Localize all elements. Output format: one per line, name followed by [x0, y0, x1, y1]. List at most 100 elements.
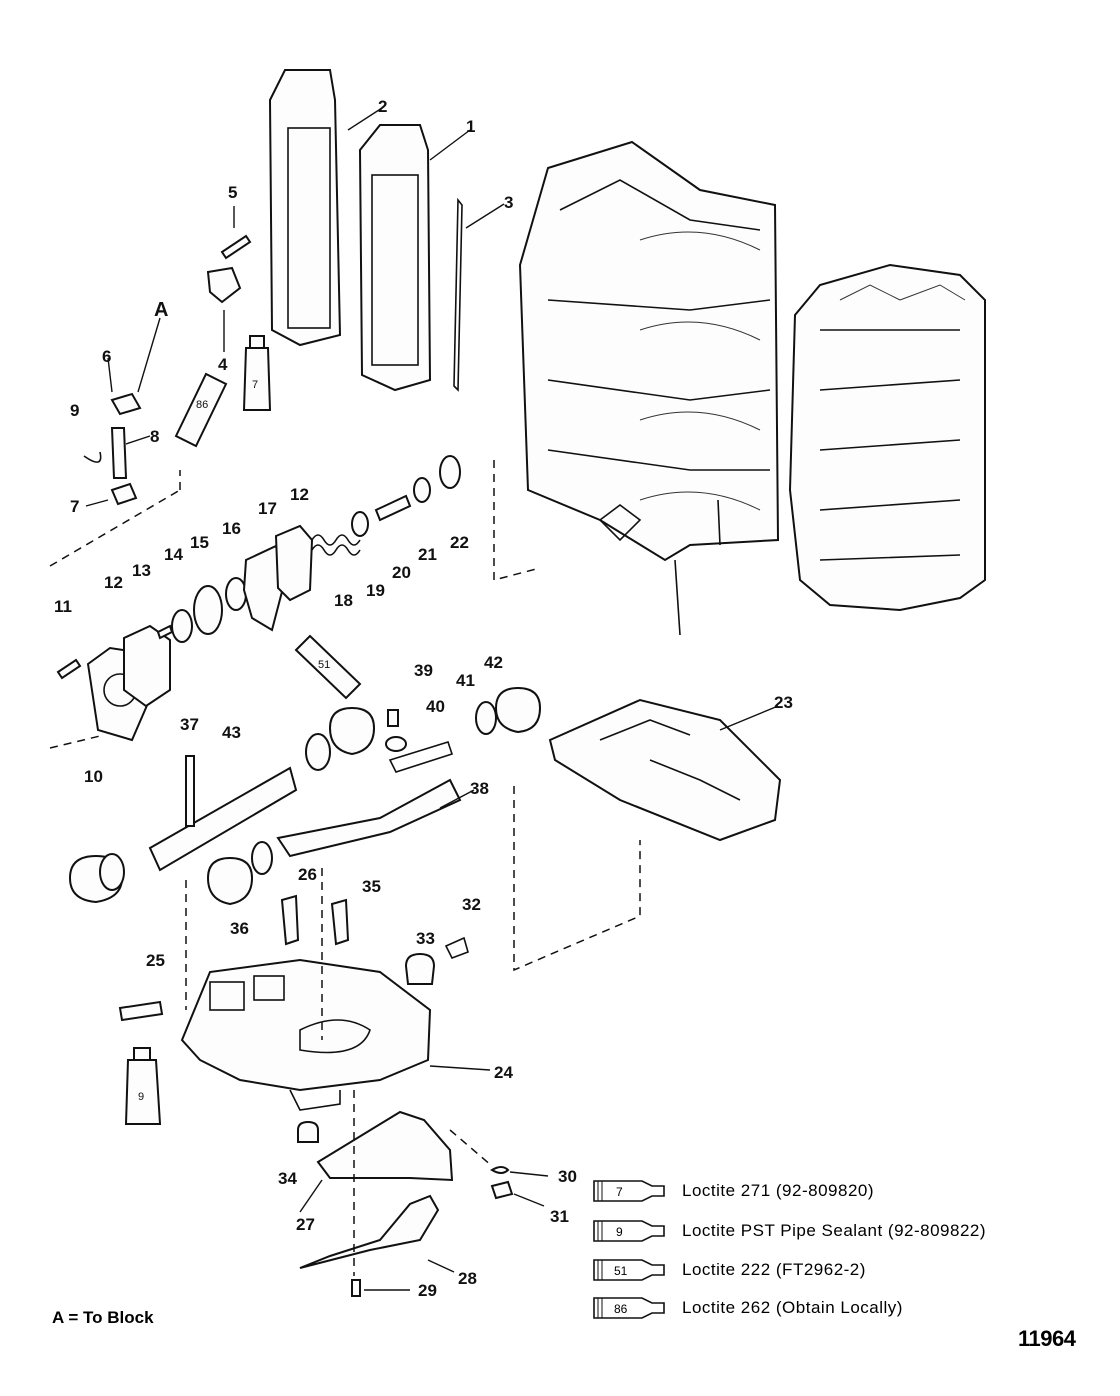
loctite-tube-icon: 86 — [593, 1297, 665, 1319]
callout-15: 15 — [190, 533, 209, 552]
callout-30: 30 — [558, 1167, 577, 1186]
screw-11 — [56, 658, 82, 680]
callout-5: 5 — [228, 183, 237, 202]
seal-21 — [413, 477, 431, 503]
bolt-35 — [330, 898, 350, 946]
callout-34: 34 — [278, 1169, 297, 1188]
callout-39: 39 — [414, 661, 433, 680]
callout-16: 16 — [222, 519, 241, 538]
bolt-36 — [280, 894, 300, 946]
callout-24: 24 — [494, 1063, 513, 1082]
callout-42: 42 — [484, 653, 503, 672]
callout-11: 11 — [54, 597, 72, 616]
callout-35: 35 — [362, 877, 381, 896]
valve-20 — [374, 494, 412, 522]
leader-lines — [85, 107, 779, 1291]
block-note: A = To Block — [52, 1308, 154, 1327]
legend-row-9: 9 Loctite PST Pipe Sealant (92-809822) — [592, 1216, 986, 1246]
legend-text-9: Loctite PST Pipe Sealant (92-809822) — [682, 1221, 987, 1240]
loctite-tube-51: 51 — [294, 634, 362, 700]
callout-25: 25 — [146, 951, 165, 970]
disk-14 — [171, 609, 193, 643]
legend-text-51: Loctite 222 (FT2962-2) — [682, 1260, 866, 1279]
spring-18 — [311, 534, 361, 556]
gasket-12a — [123, 624, 171, 708]
washer-30 — [490, 1166, 510, 1174]
crankcase — [788, 263, 986, 612]
callout-20: 20 — [392, 563, 411, 582]
callout-12b: 12 — [290, 485, 309, 504]
clip-4 — [206, 266, 242, 304]
svg-text:86: 86 — [614, 1302, 628, 1316]
loctite-tube-icon: 51 — [593, 1259, 665, 1281]
seal-28 — [299, 1194, 440, 1269]
legend-row-7: 7 Loctite 271 (92-809820) — [592, 1176, 874, 1206]
loctite-tube-icon: 9 — [593, 1220, 665, 1242]
gear-15 — [193, 585, 223, 635]
legend-text-7: Loctite 271 (92-809820) — [682, 1181, 875, 1200]
callout-4: 4 — [218, 355, 228, 374]
callout-17: 17 — [258, 499, 277, 518]
tube-label-9: 9 — [138, 1091, 144, 1103]
plug-33 — [404, 952, 436, 985]
callout-43: 43 — [222, 723, 241, 742]
tube-label-7: 7 — [252, 379, 258, 391]
callout-12a: 12 — [104, 573, 123, 592]
callout-21: 21 — [418, 545, 437, 564]
loctite-tube-7: 7 — [242, 335, 272, 411]
callout-A: A — [154, 299, 168, 321]
callout-22: 22 — [450, 533, 469, 552]
legend-row-51: 51 Loctite 222 (FT2962-2) — [592, 1255, 866, 1285]
plug-34 — [297, 1120, 319, 1143]
seal-strip — [453, 197, 463, 392]
legend-text-86: Loctite 262 (Obtain Locally) — [682, 1298, 903, 1317]
washer-19 — [351, 511, 369, 537]
callout-13: 13 — [132, 561, 151, 580]
callout-40: 40 — [426, 697, 445, 716]
gasket-12b — [274, 524, 314, 602]
loctite-tube-86: 86 — [174, 372, 228, 448]
callout-23: 23 — [774, 693, 793, 712]
callout-6: 6 — [102, 347, 111, 366]
seal-22 — [439, 455, 461, 489]
exhaust-cover-gasket-2 — [268, 69, 342, 347]
callout-32: 32 — [462, 895, 481, 914]
callout-7: 7 — [70, 497, 79, 516]
callout-labels: 1 2 3 4 5 6 7 8 9 10 11 12 13 14 15 16 1… — [54, 97, 793, 1300]
callout-26: 26 — [298, 865, 317, 884]
screw-5 — [220, 234, 252, 260]
tube-label-86: 86 — [196, 399, 208, 411]
screw-29 — [351, 1279, 361, 1297]
callout-27: 27 — [296, 1215, 315, 1234]
callout-1: 1 — [466, 117, 475, 136]
nut-31 — [490, 1180, 514, 1200]
callout-2: 2 — [378, 97, 387, 116]
callout-29: 29 — [418, 1281, 437, 1300]
callout-10: 10 — [84, 767, 103, 786]
mount-bracket-38 — [206, 741, 462, 906]
seal-27 — [316, 1110, 454, 1182]
bolt-37 — [185, 755, 195, 827]
fitting-6 — [110, 392, 142, 416]
washer-41 — [475, 701, 497, 735]
callout-37: 37 — [180, 715, 199, 734]
callout-14: 14 — [164, 545, 183, 564]
callout-38: 38 — [470, 779, 489, 798]
callout-18: 18 — [334, 591, 353, 610]
tube-label-51: 51 — [318, 659, 330, 671]
bolt-39 — [387, 709, 399, 727]
mount-bracket-43 — [68, 706, 376, 904]
callout-41: 41 — [456, 671, 475, 690]
mount-42 — [494, 686, 542, 734]
callout-8: 8 — [150, 427, 159, 446]
washer-16 — [225, 577, 247, 611]
callout-19: 19 — [366, 581, 385, 600]
callout-31: 31 — [550, 1207, 569, 1226]
svg-text:7: 7 — [616, 1185, 623, 1199]
cylinder-block — [518, 140, 780, 636]
callout-9: 9 — [70, 401, 79, 420]
washer-40 — [385, 736, 407, 752]
clamp-9 — [83, 451, 102, 463]
